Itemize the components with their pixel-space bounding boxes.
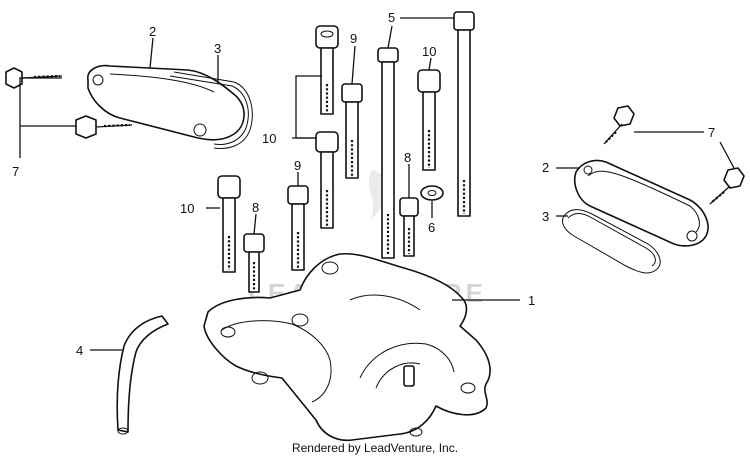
gasket-right[interactable] (561, 209, 661, 274)
callout-2-left: 2 (149, 24, 156, 39)
callout-2-right: 2 (542, 160, 549, 175)
bolt-8-left[interactable] (243, 233, 265, 293)
washer-6[interactable] (420, 185, 444, 201)
callout-5: 5 (388, 10, 395, 25)
callout-7-right: 7 (708, 125, 715, 140)
callout-1: 1 (528, 293, 535, 308)
callout-7-left: 7 (12, 164, 19, 179)
callout-3-right: 3 (542, 209, 549, 224)
stud-5-short[interactable] (377, 47, 399, 259)
cover-plate-right[interactable] (574, 159, 709, 247)
breather-hose-4[interactable] (116, 315, 169, 435)
bolt-8-center[interactable] (399, 197, 419, 257)
leader-lines (19, 17, 735, 351)
bolt-7-right-lower[interactable] (709, 167, 745, 205)
stud-5-long[interactable] (453, 11, 475, 217)
callout-4: 4 (76, 343, 83, 358)
callout-10-top: 10 (262, 131, 276, 146)
callout-8-left: 8 (252, 200, 259, 215)
bolt-10-top[interactable] (315, 25, 339, 115)
callout-6: 6 (428, 220, 435, 235)
bolt-7-lower[interactable] (75, 115, 133, 139)
bolt-10-mid[interactable] (315, 131, 339, 229)
callout-8-center: 8 (404, 150, 411, 165)
callout-10-lower: 10 (180, 201, 194, 216)
callout-9-lower: 9 (294, 158, 301, 173)
bolt-7-right-upper[interactable] (603, 105, 635, 145)
callout-3-left: 3 (214, 41, 221, 56)
bolt-10-right[interactable] (417, 69, 441, 171)
bolt-10-lower[interactable] (217, 175, 241, 273)
callout-10-right: 10 (422, 44, 436, 59)
callout-9-top: 9 (350, 31, 357, 46)
gasket-left[interactable] (169, 71, 253, 149)
stud-9-lower[interactable] (287, 185, 309, 271)
footer-credit: Rendered by LeadVenture, Inc. (291, 441, 459, 455)
cylinder-head-cover-1[interactable] (203, 252, 491, 442)
cover-plate-left[interactable] (87, 64, 245, 141)
bolt-7-upper[interactable] (5, 67, 63, 89)
stud-9-top[interactable] (341, 83, 363, 179)
